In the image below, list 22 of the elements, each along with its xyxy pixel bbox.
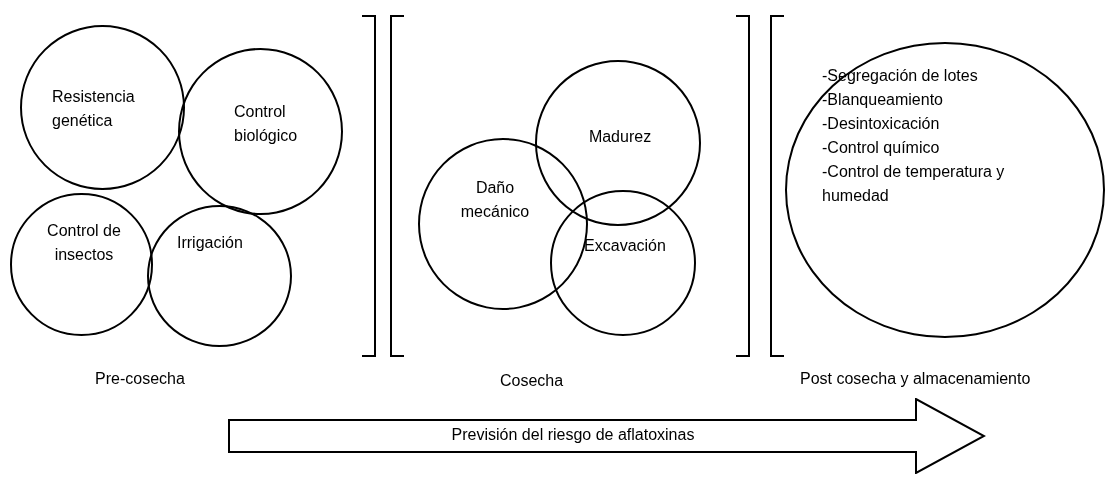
circle-node <box>147 205 292 347</box>
node-text: -Control de temperatura y humedad <box>822 162 1006 206</box>
node-text: Madurez <box>587 127 653 147</box>
node-text: -Blanqueamiento <box>822 90 944 110</box>
circle-node <box>535 60 701 226</box>
stage-label: Post cosecha y almacenamiento <box>800 370 1031 388</box>
stage-label: Pre-cosecha <box>95 370 185 388</box>
circle-node <box>10 193 153 336</box>
node-text: -Desintoxicación <box>822 114 941 134</box>
node-text: Control biológico <box>234 102 299 146</box>
circle-node <box>785 42 1105 338</box>
circle-node <box>550 190 696 336</box>
node-text: Resistencia genética <box>52 87 136 131</box>
circle-node <box>20 25 185 190</box>
node-text: Excavación <box>583 236 667 256</box>
node-text: Daño mecánico <box>459 178 531 222</box>
node-text: Control de insectos <box>46 221 122 265</box>
stage-label: Cosecha <box>500 372 564 390</box>
arrow-text: Previsión del riesgo de aflatoxinas <box>450 426 696 444</box>
node-text: Irrigación <box>177 233 244 253</box>
node-text: -Control químico <box>822 138 941 158</box>
circle-node <box>178 48 343 215</box>
